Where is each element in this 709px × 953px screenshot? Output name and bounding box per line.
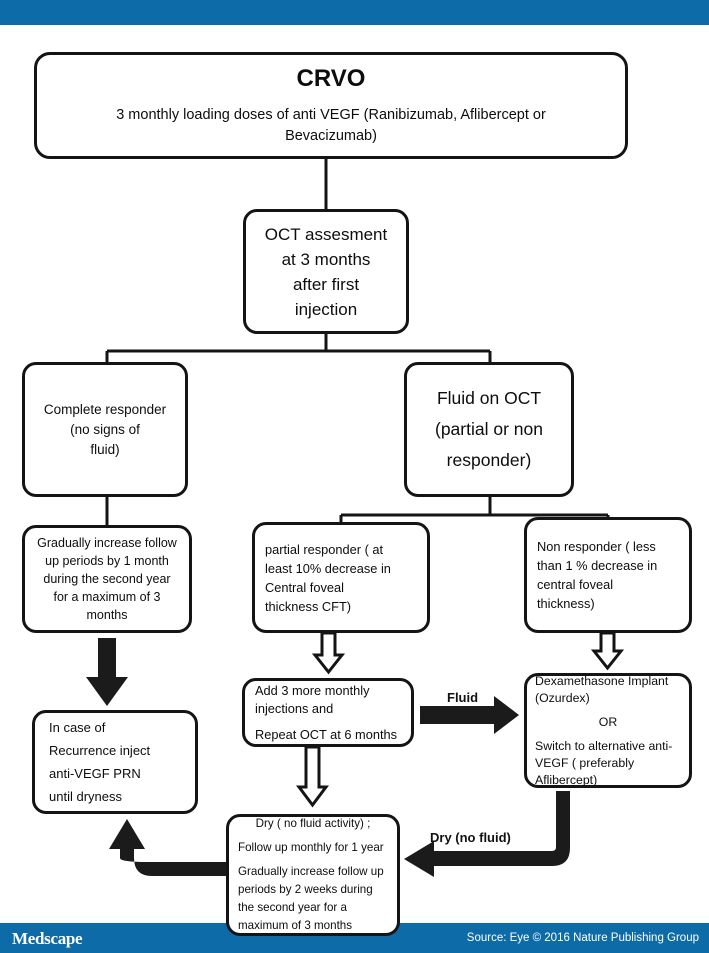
node-oct-line1: OCT assesment bbox=[264, 224, 388, 244]
node-incase-line2: Recurrence inject bbox=[49, 743, 151, 758]
node-crvo-line2: Bevacizumab) bbox=[285, 128, 377, 144]
node-nonresp-line3: central foveal bbox=[537, 577, 614, 592]
node-fluid-line2: (partial or non bbox=[435, 419, 543, 439]
node-dry-line5: the second year for a bbox=[238, 901, 347, 914]
edge-label-fluid: Fluid bbox=[447, 690, 479, 705]
node-incase-line1: In case of bbox=[49, 720, 106, 735]
arrow-add3-to-dry bbox=[296, 745, 329, 808]
node-dex-line4: VEGF ( preferably bbox=[535, 755, 635, 770]
node-gradually-line1: Gradually increase follow bbox=[37, 536, 177, 550]
node-incase-line3: anti-VEGF PRN bbox=[49, 766, 141, 781]
node-non-responder[interactable]: Non responder ( less than 1 % decrease i… bbox=[524, 517, 692, 633]
node-dexamethasone-implant[interactable]: Dexamethasone Implant (Ozurdex) OR Switc… bbox=[524, 673, 692, 788]
node-in-case-of-recurrence[interactable]: In case of Recurrence inject anti-VEGF P… bbox=[32, 710, 198, 814]
node-gradually-line5: months bbox=[86, 608, 128, 622]
node-fluid-line1: Fluid on OCT bbox=[436, 388, 542, 408]
node-add-3-more-injections[interactable]: Add 3 more monthly injections and Repeat… bbox=[242, 678, 414, 747]
node-oct-line3: after first bbox=[292, 274, 360, 294]
node-incase-line4: until dryness bbox=[49, 789, 122, 804]
node-complete-line2: (no signs of bbox=[70, 421, 140, 437]
node-gradually-line2: up periods by 1 month bbox=[45, 554, 169, 568]
node-dex-or: OR bbox=[598, 714, 618, 729]
node-fluid-line3: responder) bbox=[446, 450, 532, 470]
arrow-gradually-to-incase bbox=[86, 638, 128, 706]
top-blue-bar bbox=[0, 0, 709, 25]
edge-label-dry-no-fluid: Dry (no fluid) bbox=[430, 830, 511, 845]
node-dex-line2: (Ozurdex) bbox=[535, 690, 590, 705]
arrow-dry-to-incase-elbow bbox=[109, 819, 226, 876]
node-dry-line4: periods by 2 weeks during bbox=[238, 883, 373, 896]
node-nonresp-line1: Non responder ( less bbox=[537, 539, 656, 554]
node-dex-line1: Dexamethasone Implant bbox=[535, 673, 669, 688]
node-fluid-on-oct[interactable]: Fluid on OCT (partial or non responder) bbox=[404, 362, 574, 497]
node-crvo[interactable]: CRVO 3 monthly loading doses of anti VEG… bbox=[34, 52, 628, 159]
node-crvo-line1: 3 monthly loading doses of anti VEGF (Ra… bbox=[116, 107, 546, 123]
node-complete-line1: Complete responder bbox=[43, 401, 167, 417]
node-crvo-title: CRVO bbox=[296, 65, 366, 92]
node-gradually-increase[interactable]: Gradually increase follow up periods by … bbox=[22, 525, 192, 633]
node-dex-line5: Aflibercept) bbox=[535, 772, 598, 787]
node-nonresp-line4: thickness) bbox=[537, 596, 595, 611]
node-complete-responder[interactable]: Complete responder (no signs of fluid) bbox=[22, 362, 188, 497]
node-dry-line6: maximum of 3 months bbox=[238, 919, 353, 932]
node-partial-line3: Central foveal bbox=[265, 579, 344, 595]
node-oct-line2: at 3 months bbox=[281, 249, 371, 269]
node-dry-line2: Follow up monthly for 1 year bbox=[238, 841, 384, 854]
node-partial-line2: least 10% decrease in bbox=[265, 560, 391, 576]
node-add3-line2: injections and bbox=[255, 700, 334, 716]
node-dry-no-fluid-activity[interactable]: Dry ( no fluid activity) ; Follow up mon… bbox=[226, 814, 400, 936]
node-add3-line3: Repeat OCT at 6 months bbox=[255, 726, 398, 742]
node-dex-line3: Switch to alternative anti- bbox=[535, 738, 673, 753]
node-add3-line1: Add 3 more monthly bbox=[255, 682, 370, 698]
node-partial-line4: thickness CFT) bbox=[265, 598, 352, 614]
footer-source-text: Source: Eye © 2016 Nature Publishing Gro… bbox=[466, 932, 699, 944]
node-gradually-line3: during the second year bbox=[43, 572, 171, 586]
node-partial-responder[interactable]: partial responder ( at least 10% decreas… bbox=[252, 522, 430, 633]
node-dry-line3: Gradually increase follow up bbox=[238, 865, 384, 878]
node-complete-line3: fluid) bbox=[90, 441, 120, 457]
arrow-nonresp-to-dex bbox=[590, 631, 625, 671]
arrow-partial-to-add3 bbox=[311, 631, 346, 675]
node-nonresp-line2: than 1 % decrease in bbox=[537, 558, 658, 573]
node-dry-line1: Dry ( no fluid activity) ; bbox=[255, 817, 371, 830]
node-oct-assessment[interactable]: OCT assesment at 3 months after first in… bbox=[243, 209, 409, 334]
node-partial-line1: partial responder ( at bbox=[265, 541, 384, 557]
node-oct-line4: injection bbox=[294, 299, 358, 319]
flowchart-canvas: CRVO 3 monthly loading doses of anti VEG… bbox=[0, 25, 709, 936]
medscape-logo: Medscape bbox=[12, 929, 83, 948]
node-gradually-line4: for a maximum of 3 bbox=[53, 590, 161, 604]
